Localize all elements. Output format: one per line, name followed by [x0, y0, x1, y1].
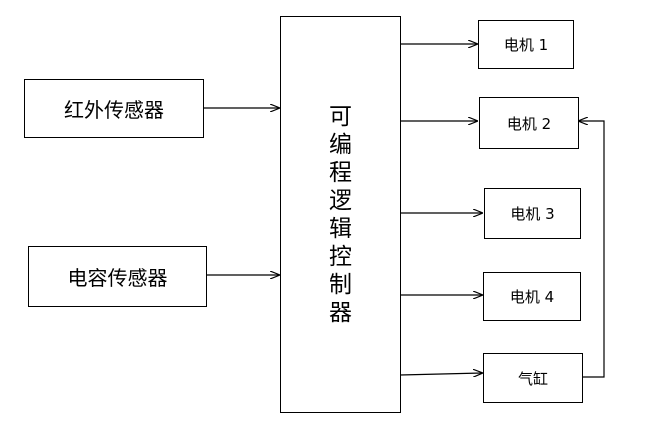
motor-2-label: 电机 2 — [506, 114, 552, 133]
motor-4-label: 电机 4 — [509, 288, 555, 306]
plc-label-char: 编 — [329, 131, 352, 158]
motor-3-box: 电机 3 — [484, 188, 581, 239]
motor-4-box: 电机 4 — [483, 272, 581, 321]
arrow-controller-to-cylinder — [399, 373, 482, 375]
motor-3-label: 电机 3 — [510, 205, 555, 223]
cylinder-label: 气缸 — [517, 369, 548, 388]
capacitive-sensor-box: 电容传感器 — [28, 246, 207, 307]
plc-label-char: 控 — [329, 243, 352, 270]
plc-label-char: 程 — [329, 159, 352, 186]
plc-controller-box: 可 编 程 逻 辑 控 制 器 — [280, 16, 401, 413]
motor-1-label: 电机 1 — [503, 36, 549, 54]
plc-label-char: 可 — [329, 103, 352, 130]
arrow-cylinder-to-m2 — [579, 121, 605, 378]
capacitive-sensor-label: 电容传感器 — [67, 266, 168, 290]
plc-label-char: 逻 — [329, 187, 352, 214]
plc-label-char: 辑 — [329, 215, 352, 242]
plc-label-char: 器 — [329, 299, 352, 326]
infrared-sensor-box: 红外传感器 — [24, 79, 204, 138]
motor-2-box: 电机 2 — [479, 97, 579, 149]
motor-1-box: 电机 1 — [478, 20, 574, 69]
infrared-sensor-label: 红外传感器 — [64, 98, 164, 122]
cylinder-box: 气缸 — [483, 353, 583, 403]
plc-label-char: 制 — [329, 271, 352, 298]
